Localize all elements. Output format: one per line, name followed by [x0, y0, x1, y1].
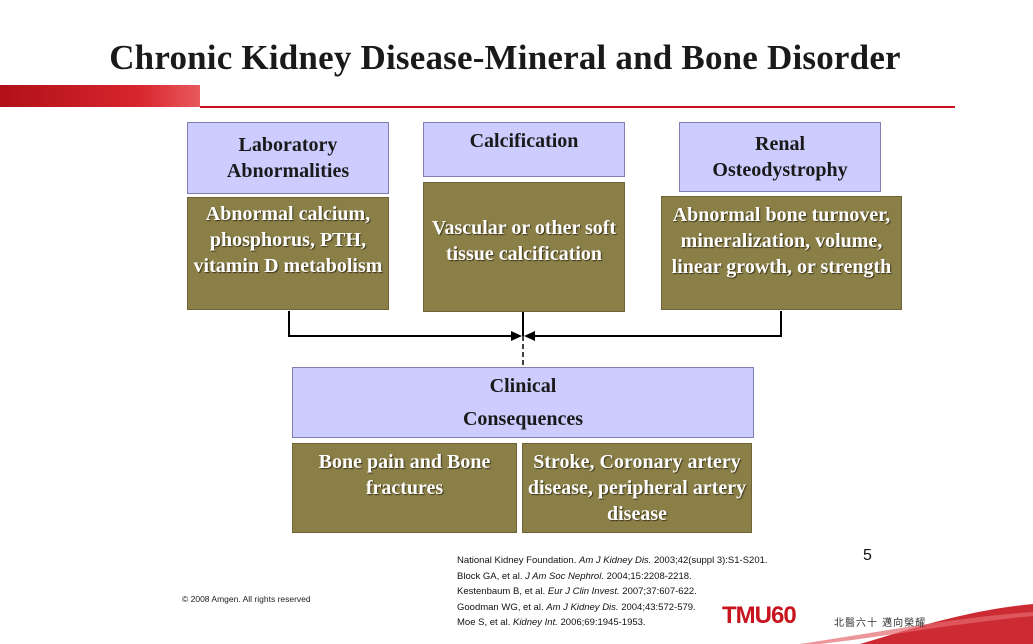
lab-abnormalities-body: Abnormal calcium, phosphorus, PTH, vitam…	[187, 197, 389, 310]
copyright-notice: © 2008 Amgen. All rights reserved	[182, 594, 311, 604]
lab-abnormalities-header-text: Laboratory Abnormalities	[226, 134, 350, 182]
stroke-cad-box: Stroke, Coronary artery disease, periphe…	[522, 443, 752, 533]
calcification-header: Calcification	[423, 122, 625, 177]
reference-item: Moe S, et al. Kidney Int. 2006;69:1945-1…	[457, 617, 646, 628]
footer-swoosh	[800, 604, 1033, 644]
renal-osteodystrophy-header: Renal Osteodystrophy	[679, 122, 881, 192]
calcification-header-text: Calcification	[469, 130, 579, 152]
arrowhead-left	[511, 331, 522, 341]
stroke-cad-text: Stroke, Coronary artery disease, periphe…	[527, 451, 747, 525]
reference-item: National Kidney Foundation. Am J Kidney …	[457, 555, 768, 566]
renal-osteodystrophy-body-text: Abnormal bone turnover, mineralization, …	[671, 204, 892, 278]
bone-pain-text: Bone pain and Bone fractures	[318, 451, 491, 499]
title-accent-bar	[0, 85, 200, 107]
calcification-body: Vascular or other soft tissue calcificat…	[423, 182, 625, 312]
lab-abnormalities-body-text: Abnormal calcium, phosphorus, PTH, vitam…	[193, 203, 383, 277]
reference-item: Kestenbaum B, et al. Eur J Clin Invest. …	[457, 586, 697, 597]
slide-title: Chronic Kidney Disease-Mineral and Bone …	[109, 38, 901, 77]
reference-item: Goodman WG, et al. Am J Kidney Dis. 2004…	[457, 601, 696, 613]
arrowhead-right	[524, 331, 535, 341]
bone-pain-box: Bone pain and Bone fractures	[292, 443, 517, 533]
references-list: National Kidney Foundation. Am J Kidney …	[457, 553, 768, 631]
logo-tagline: 北醫六十 邁向榮耀	[834, 618, 927, 629]
renal-osteodystrophy-header-text: Renal Osteodystrophy	[712, 133, 848, 181]
clinical-consequences-header: Clinical Consequences	[292, 367, 754, 438]
calcification-body-text: Vascular or other soft tissue calcificat…	[431, 217, 617, 265]
logo-text: TMU60	[722, 602, 797, 629]
reference-item: Block GA, et al. J Am Soc Nephrol. 2004;…	[457, 570, 692, 582]
page-number: 5	[863, 547, 872, 564]
renal-osteodystrophy-body: Abnormal bone turnover, mineralization, …	[661, 196, 902, 310]
lab-abnormalities-header: Laboratory Abnormalities	[187, 122, 389, 194]
connector-right	[533, 311, 782, 337]
tmu60-logo: TMU60	[722, 602, 797, 630]
connector-left	[288, 311, 512, 337]
title-underline	[200, 106, 955, 108]
clinical-consequences-header-text: Clinical Consequences	[462, 374, 583, 430]
